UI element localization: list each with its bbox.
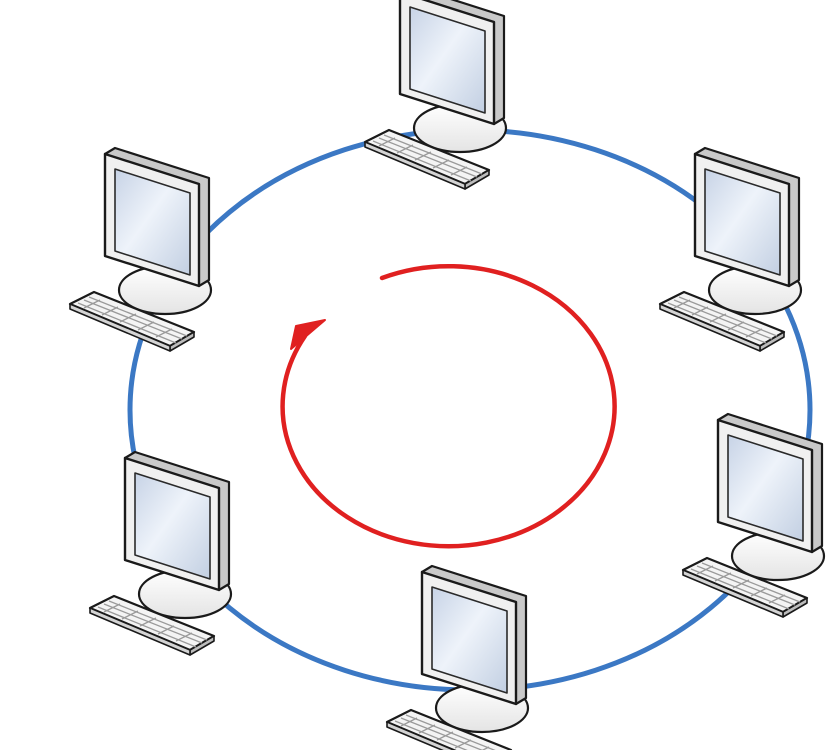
workstation-node-upper-right[interactable] <box>658 146 803 353</box>
computer-workstation-icon <box>363 0 508 191</box>
flow-direction-arrow <box>280 264 617 549</box>
workstation-node-lower-left[interactable] <box>88 450 233 657</box>
computer-workstation-icon <box>68 146 213 353</box>
workstation-node-bottom[interactable] <box>385 564 530 750</box>
computer-workstation-icon <box>88 450 233 657</box>
computer-workstation-icon <box>385 564 530 750</box>
computer-workstation-icon <box>681 412 826 619</box>
workstation-node-upper-left[interactable] <box>68 146 213 353</box>
workstation-node-top[interactable] <box>363 0 508 191</box>
workstation-node-right[interactable] <box>681 412 826 619</box>
computer-workstation-icon <box>658 146 803 353</box>
